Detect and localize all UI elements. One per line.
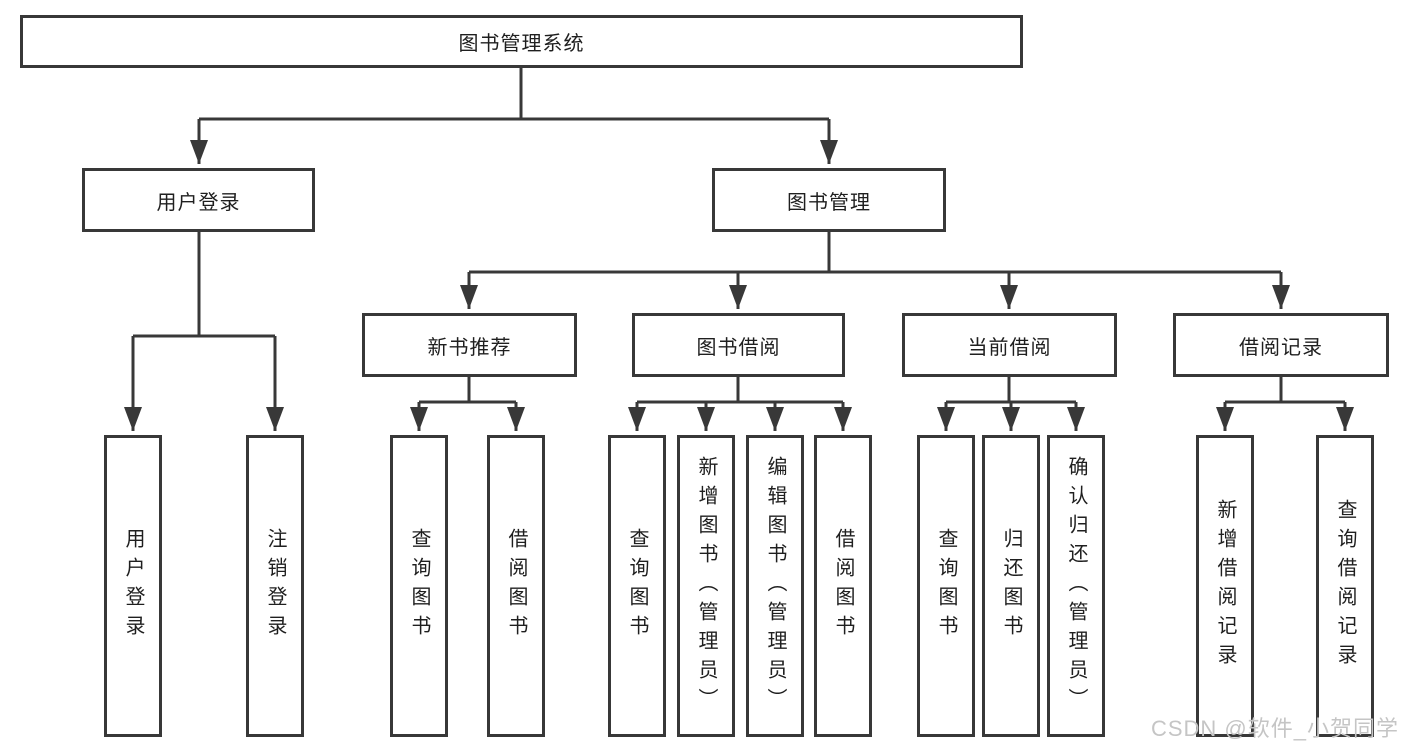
leaf-query-books: 查询图书 (608, 435, 666, 737)
node-current-borrow: 当前借阅 (902, 313, 1117, 377)
node-new-book-recommend: 新书推荐 (362, 313, 577, 377)
node-user-login: 用户登录 (82, 168, 315, 232)
leaf-label: 确认归还（管理员） (1065, 455, 1087, 717)
node-label: 图书管理 (787, 191, 871, 214)
leaf-add-books-admin: 新增图书（管理员） (677, 435, 735, 737)
leaf-label: 查询图书 (626, 528, 648, 644)
leaf-borrow-books: 借阅图书 (487, 435, 545, 737)
node-label: 借阅记录 (1239, 336, 1323, 359)
node-book-borrow: 图书借阅 (632, 313, 845, 377)
leaf-label: 新增图书（管理员） (695, 455, 717, 717)
leaf-logout: 注销登录 (246, 435, 304, 737)
node-library-management-system: 图书管理系统 (20, 15, 1023, 68)
leaf-user-login: 用户登录 (104, 435, 162, 737)
leaf-confirm-return-admin: 确认归还（管理员） (1047, 435, 1105, 737)
leaf-label: 用户登录 (122, 528, 144, 644)
leaf-label: 借阅图书 (832, 528, 854, 644)
leaf-label: 查询借阅记录 (1334, 499, 1356, 673)
node-label: 用户登录 (156, 191, 241, 214)
leaf-add-borrow-record: 新增借阅记录 (1196, 435, 1254, 737)
leaf-label: 归还图书 (1000, 528, 1022, 644)
node-label: 当前借阅 (967, 336, 1052, 359)
leaf-label: 编辑图书（管理员） (764, 455, 786, 717)
node-label: 图书管理系统 (458, 33, 585, 55)
leaf-edit-books-admin: 编辑图书（管理员） (746, 435, 804, 737)
leaf-borrow-books: 借阅图书 (814, 435, 872, 737)
leaf-label: 查询图书 (408, 528, 430, 644)
leaf-label: 新增借阅记录 (1214, 499, 1236, 673)
csdn-watermark: CSDN @软件_小贺同学 (1150, 716, 1399, 741)
leaf-query-books: 查询图书 (390, 435, 448, 737)
leaf-return-books: 归还图书 (982, 435, 1040, 737)
node-borrow-records: 借阅记录 (1173, 313, 1389, 377)
leaf-label: 查询图书 (935, 528, 957, 644)
node-label: 图书借阅 (696, 336, 781, 359)
node-book-management: 图书管理 (712, 168, 946, 232)
leaf-label: 注销登录 (264, 528, 286, 644)
leaf-query-books: 查询图书 (917, 435, 975, 737)
leaf-label: 借阅图书 (505, 528, 527, 644)
leaf-query-borrow-record: 查询借阅记录 (1316, 435, 1374, 737)
node-label: 新书推荐 (427, 336, 512, 359)
